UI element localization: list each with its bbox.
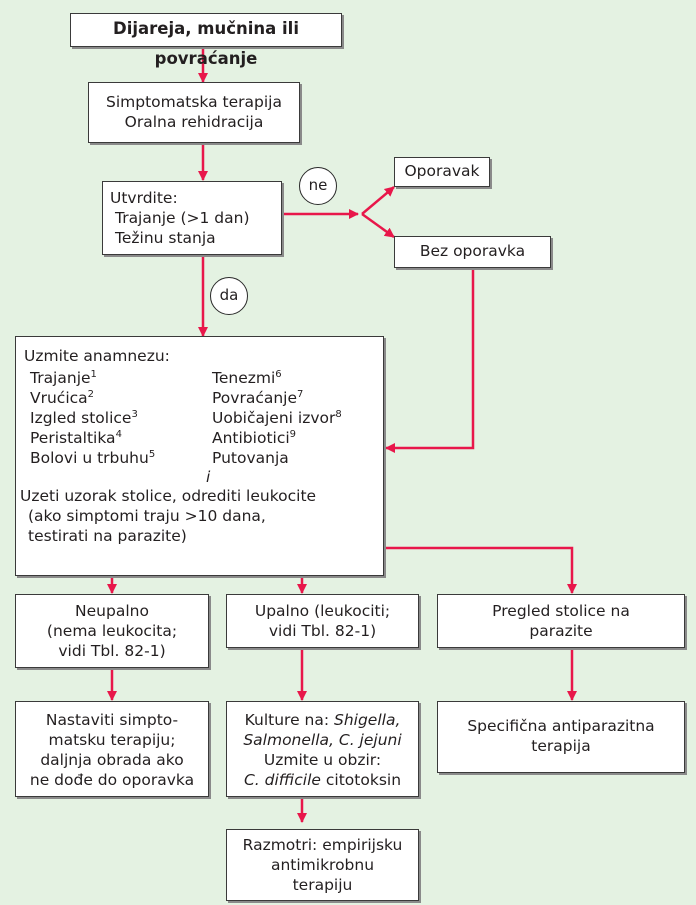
inflammatory-line: vidi Tbl. 82-1) bbox=[268, 622, 377, 640]
empiric-line: antimikrobnu bbox=[270, 856, 375, 874]
arrow-to-recovery bbox=[361, 186, 395, 215]
determine-item: Težinu stanja bbox=[115, 229, 216, 247]
history-item-text: Trajanje bbox=[30, 369, 91, 387]
noninflammatory-line: (nema leukocita; bbox=[46, 622, 178, 640]
symptomatic-line: Simptomatska terapija bbox=[106, 93, 282, 111]
history-item: Vrućica2 bbox=[30, 388, 155, 408]
history-item-text: Povraćanje bbox=[212, 389, 298, 407]
decision-yes: da bbox=[210, 277, 248, 315]
history-heading: Uzmite anamnezu: bbox=[24, 347, 170, 365]
history-item-text: Tenezmi bbox=[212, 369, 276, 387]
history-footer-line: (ako simptomi traju >10 dana, bbox=[28, 507, 266, 525]
history-item: Tenezmi6 bbox=[212, 368, 342, 388]
history-item: Putovanja bbox=[212, 448, 342, 468]
history-item: Trajanje1 bbox=[30, 368, 155, 388]
antiparasitic-node: Specifična antiparazitna terapija bbox=[437, 701, 685, 773]
history-item-text: Peristaltika bbox=[30, 429, 116, 447]
footnote-marker: 8 bbox=[335, 409, 342, 420]
continue-line: daljnja obrada ako bbox=[40, 751, 184, 769]
decision-no: ne bbox=[299, 167, 337, 205]
inflammatory-node: Upalno (leukociti; vidi Tbl. 82-1) bbox=[226, 594, 419, 648]
continue-line: Nastaviti simpto- bbox=[45, 711, 179, 729]
history-item-text: Izgled stolice bbox=[30, 409, 132, 427]
symptomatic-line: Oralna rehidracija bbox=[124, 113, 264, 131]
history-item-text: Putovanja bbox=[212, 449, 289, 467]
footnote-marker: 6 bbox=[275, 369, 282, 380]
history-conjunction: i bbox=[206, 468, 211, 486]
cultures-line-3: Uzmite u obzir: bbox=[263, 751, 382, 769]
continue-line: ne dođe do oporavka bbox=[29, 771, 195, 789]
start-node: Dijareja, mučnina ili povraćanje bbox=[70, 13, 342, 68]
determine-node: Utvrdite: Trajanje (>1 dan) Težinu stanj… bbox=[102, 181, 282, 255]
noninflammatory-node: Neupalno (nema leukocita; vidi Tbl. 82-1… bbox=[15, 594, 209, 668]
inflammatory-line: Upalno (leukociti; bbox=[254, 602, 391, 620]
footnote-marker: 9 bbox=[289, 429, 297, 440]
history-item-text: Vrućica bbox=[30, 389, 88, 407]
history-item-text: Antibiotici bbox=[212, 429, 290, 447]
cultures-line-1: Kulture na: Shigella, bbox=[244, 711, 401, 729]
footnote-marker: 5 bbox=[148, 449, 156, 460]
history-item: Peristaltika4 bbox=[30, 428, 155, 448]
determine-heading: Utvrdite: bbox=[110, 189, 178, 207]
continue-line: matsku terapiju; bbox=[48, 731, 176, 749]
noninflammatory-line: Neupalno bbox=[75, 602, 149, 620]
history-item-text: Bolovi u trbuhu bbox=[30, 449, 149, 467]
history-footer-line: Uzeti uzorak stolice, odrediti leukocite bbox=[20, 487, 317, 505]
cultures-line-4: C. difficile citotoksin bbox=[243, 771, 402, 789]
parasite-exam-node: Pregled stolice na parazite bbox=[437, 594, 685, 648]
no-recovery-node: Bez oporavka bbox=[394, 236, 551, 268]
history-footer-line: testirati na parazite) bbox=[28, 527, 187, 545]
parasite-exam-line: parazite bbox=[529, 622, 593, 640]
footnote-marker: 2 bbox=[87, 389, 95, 400]
noninflammatory-line: vidi Tbl. 82-1) bbox=[58, 642, 166, 660]
antiparasitic-line: Specifična antiparazitna bbox=[467, 717, 655, 735]
history-item: Povraćanje7 bbox=[212, 388, 342, 408]
footnote-marker: 4 bbox=[115, 429, 122, 440]
determine-item: Trajanje (>1 dan) bbox=[115, 209, 250, 227]
history-item: Uobičajeni izvor8 bbox=[212, 408, 342, 428]
footnote-marker: 7 bbox=[297, 389, 304, 400]
cultures-node: Kulture na: Shigella, Salmonella, C. jej… bbox=[226, 701, 419, 797]
history-item-text: Uobičajeni izvor bbox=[212, 409, 336, 427]
cultures-line-2: Salmonella, C. jejuni bbox=[243, 731, 402, 749]
empiric-line: Razmotri: empirijsku bbox=[242, 836, 403, 854]
recovery-node: Oporavak bbox=[394, 157, 490, 187]
parasite-exam-line: Pregled stolice na bbox=[492, 602, 630, 620]
arrow-no-recovery-to-history bbox=[385, 268, 475, 453]
history-item: Antibiotici9 bbox=[212, 428, 342, 448]
arrow-to-no-recovery bbox=[361, 212, 395, 239]
empiric-line: terapiju bbox=[292, 876, 353, 894]
history-item: Bolovi u trbuhu5 bbox=[30, 448, 155, 468]
footnote-marker: 1 bbox=[90, 369, 97, 380]
continue-therapy-node: Nastaviti simpto- matsku terapiju; daljn… bbox=[15, 701, 209, 797]
symptomatic-therapy-node: Simptomatska terapija Oralna rehidracija bbox=[88, 82, 300, 143]
history-item: Izgled stolice3 bbox=[30, 408, 155, 428]
footnote-marker: 3 bbox=[131, 409, 138, 420]
arrow-history-to-parasites bbox=[384, 546, 577, 594]
antiparasitic-line: terapija bbox=[531, 737, 591, 755]
empiric-therapy-node: Razmotri: empirijsku antimikrobnu terapi… bbox=[226, 829, 419, 901]
